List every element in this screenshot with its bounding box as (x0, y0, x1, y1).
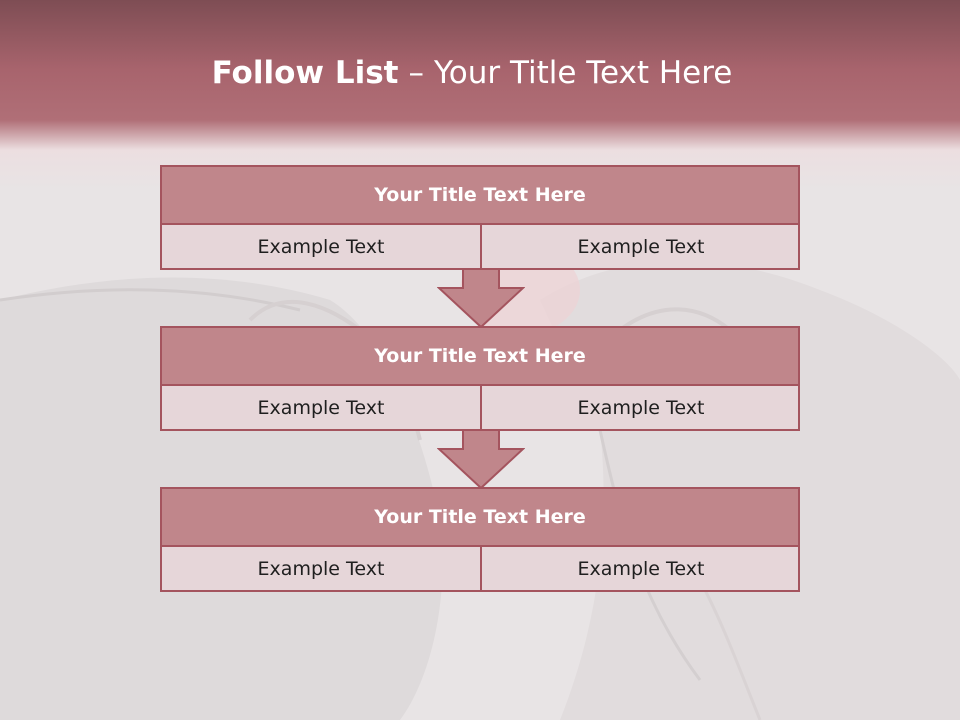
down-arrow-icon (437, 430, 525, 490)
box-cell-left: Example Text (162, 225, 482, 268)
box-cell-left: Example Text (162, 547, 482, 590)
box-cell-right: Example Text (577, 557, 705, 580)
box-title: Your Title Text Here (162, 489, 798, 547)
box-cell-right: Example Text (577, 235, 705, 258)
box-cell-left: Example Text (162, 386, 482, 429)
list-box-3: Your Title Text Here Example Text Exampl… (160, 487, 800, 592)
box-title: Your Title Text Here (162, 328, 798, 386)
title-dash: – (408, 55, 424, 91)
box-title: Your Title Text Here (162, 167, 798, 225)
down-arrow-icon (437, 269, 525, 329)
slide-title: Follow List–Your Title Text Here (0, 55, 944, 91)
list-box-1: Your Title Text Here Example Text Exampl… (160, 165, 800, 270)
box-cell-right: Example Text (577, 396, 705, 419)
list-box-2: Your Title Text Here Example Text Exampl… (160, 326, 800, 431)
title-rest: Your Title Text Here (433, 55, 733, 91)
header-band (0, 0, 960, 190)
title-bold: Follow List (211, 55, 399, 91)
